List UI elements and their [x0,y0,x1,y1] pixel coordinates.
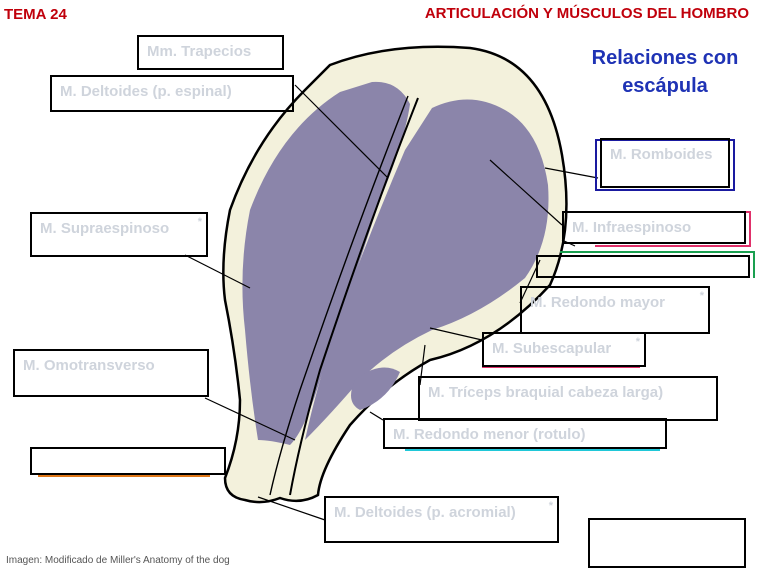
label-omotransverso[interactable]: M. Omotransverso [13,349,209,397]
leader-lines [184,84,599,521]
distal-muscle-patch [351,367,400,410]
label-subescapular-text: M. Subescapular [492,340,612,357]
label-redondo-mayor[interactable]: M. Redondo mayor * [520,286,710,334]
image-credit: Imagen: Modificado de Miller's Anatomy o… [6,555,230,566]
asterisk-icon: * [197,216,202,228]
infraspinous-fossa-muscle [305,99,549,440]
label-subescapular[interactable]: M. Subescapular * [482,332,646,367]
label-supraespinoso[interactable]: M. Supraespinoso * [30,212,208,257]
label-trapecios[interactable]: Mm. Trapecios [137,35,284,70]
subtitle-line-2: escápula [622,75,708,97]
asterisk-icon: * [548,500,553,512]
label-blank-corner[interactable] [588,518,746,568]
page-title: ARTICULACIÓN Y MÚSCULOS DEL HOMBRO [424,5,749,22]
asterisk-icon: * [699,290,704,302]
page-subtitle: Relaciones con escápula [585,44,745,100]
topic-number: TEMA 24 [4,6,67,23]
label-supraespinoso-text: M. Supraespinoso [40,220,170,237]
subtitle-line-1: Relaciones con [591,47,739,69]
label-romboides[interactable]: M. Romboides [600,138,730,188]
label-deltoides-espinal[interactable]: M. Deltoides (p. espinal) [50,75,294,112]
label-deltoides-acromial[interactable]: M. Deltoides (p. acromial) * [324,496,559,543]
scapular-spine-edge [269,95,409,496]
supraspinous-fossa-muscle [242,81,410,445]
asterisk-icon: * [635,336,640,348]
label-blank-lower-left[interactable] [30,447,226,475]
scapular-spine [289,97,419,496]
label-redondo-mayor-text: M. Redondo mayor [530,294,666,311]
label-infraespinoso[interactable]: M. Infraespinoso [562,211,746,244]
label-blank-strip[interactable] [536,255,750,278]
label-triceps[interactable]: M. Tríceps braquial cabeza larga) [418,376,718,421]
label-redondo-menor[interactable]: M. Redondo menor (rotulo) [383,418,667,449]
label-deltoides-acromial-text: M. Deltoides (p. acromial) [334,504,516,521]
